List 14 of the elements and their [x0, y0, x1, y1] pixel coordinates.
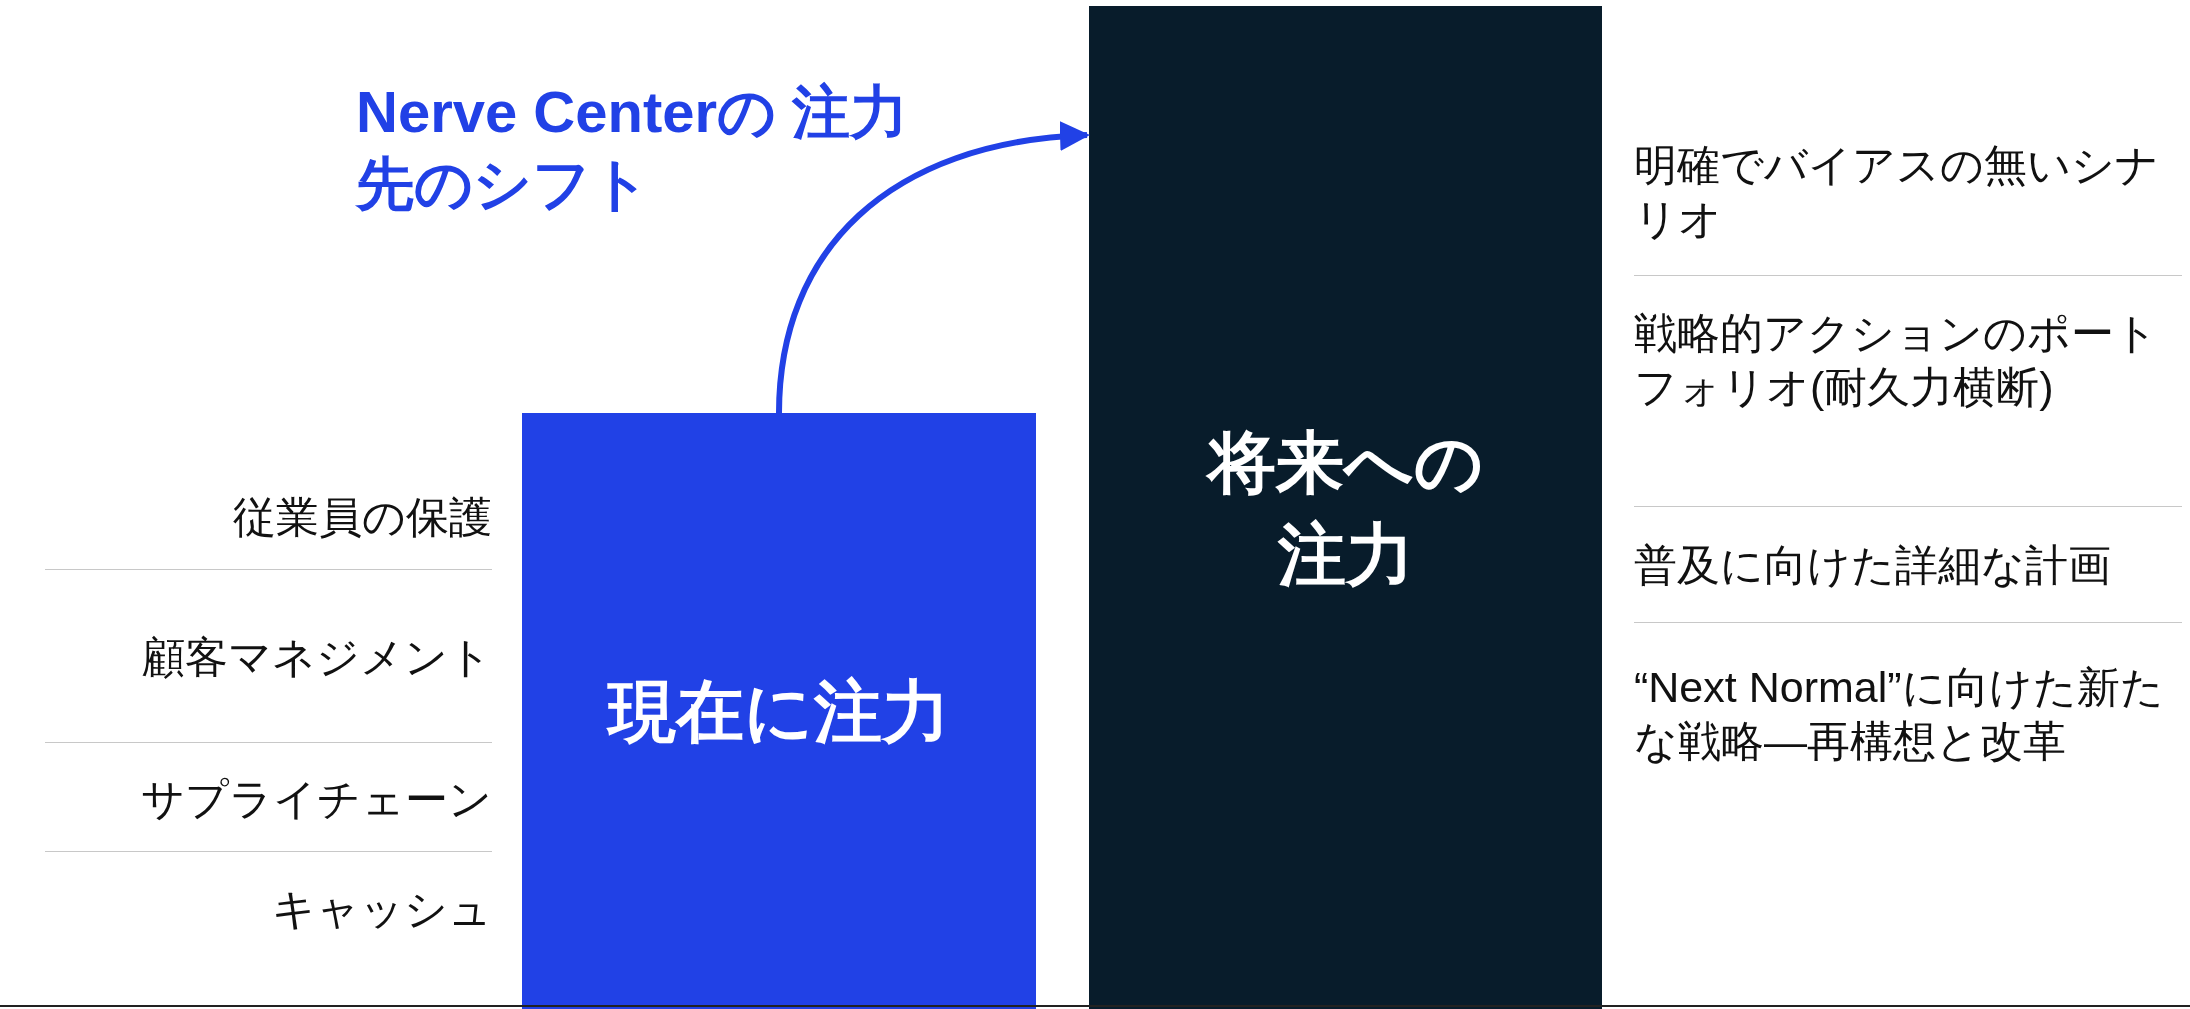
list-item: 普及に向けた詳細な計画 [1634, 540, 2112, 591]
list-item: 明確でバイアスの無いシナリオ [1634, 140, 2160, 245]
bar [1089, 6, 1602, 1009]
list-item: 顧客マネジメント [141, 632, 492, 683]
list-item: キャッシュ [271, 884, 492, 935]
curved-arrow [776, 122, 1090, 414]
title: Nerve Centerの 注力先のシフト [356, 78, 910, 218]
list-item: 従業員の保護 [232, 492, 492, 543]
bar-label: 現在に注力 [605, 672, 951, 751]
bar-label: 将来への注力 [1205, 422, 1485, 594]
bar [522, 413, 1036, 1009]
list-item: “Next Normal”に向けた新たな戦略—再構想と改革 [1634, 662, 2164, 767]
list-item: サプライチェーン [140, 774, 492, 825]
list-item: 戦略的アクションのポートフォリオ(耐久力横断) [1634, 308, 2159, 413]
